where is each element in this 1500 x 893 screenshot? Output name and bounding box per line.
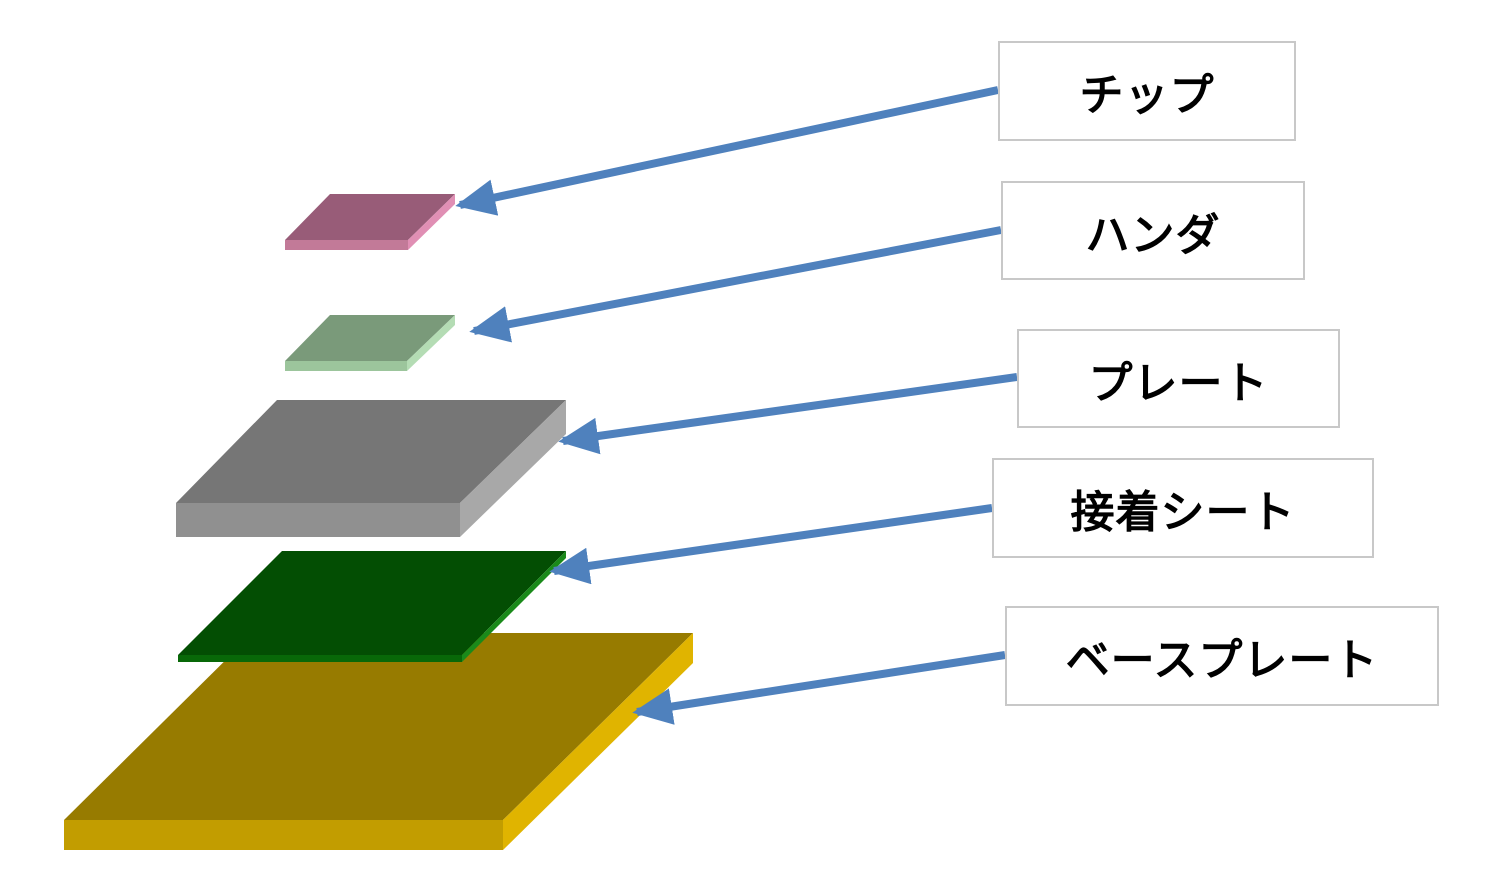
adhesive-sheet-arrow [549, 504, 993, 585]
solder-layer [285, 315, 455, 371]
adhesive-sheet-label: 接着シート [992, 458, 1374, 558]
base-plate-label: ベースプレート [1005, 606, 1439, 706]
plate-layer [176, 400, 566, 537]
solder-arrow [469, 226, 1002, 343]
base-plate-label-text: ベースプレート [1065, 635, 1379, 686]
chip-arrow [455, 86, 999, 216]
plate-label-text: プレート [1088, 357, 1269, 409]
adhesive-sheet-label-text: 接着シート [1070, 487, 1296, 538]
base-plate-layer [64, 633, 693, 850]
solder-label: ハンダ [1001, 181, 1305, 280]
solder-label-text: ハンダ [1085, 209, 1221, 261]
adhesive-sheet-layer [178, 551, 566, 662]
base-plate-arrow [632, 651, 1006, 725]
chip-layer [285, 194, 455, 250]
plate-arrow [558, 373, 1018, 455]
chip-label-text: チップ [1079, 70, 1215, 121]
plate-label: プレート [1017, 329, 1340, 428]
chip-label: チップ [998, 41, 1296, 141]
